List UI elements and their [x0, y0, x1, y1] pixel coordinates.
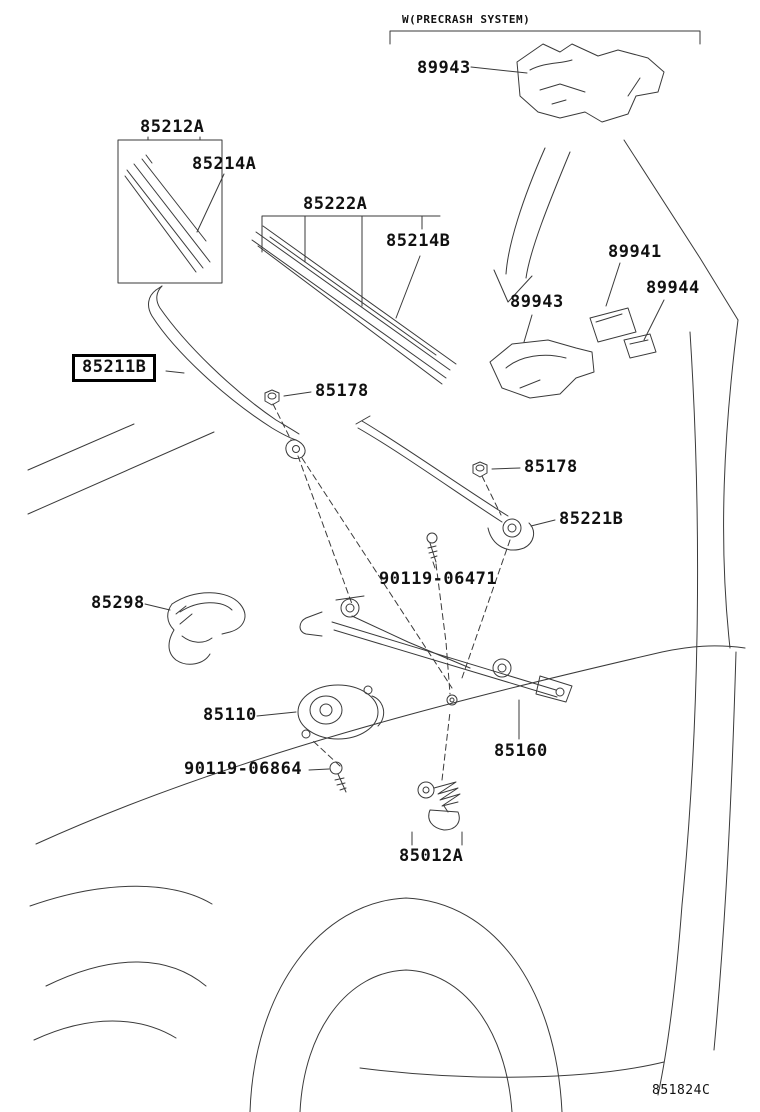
- cover-89943-lower-drawing: [489, 339, 595, 399]
- part-label-89943-top: 89943: [417, 58, 471, 78]
- precrash-bracket-line: [389, 30, 701, 45]
- part-label-85211b-highlighted: 85211B: [72, 354, 157, 382]
- wiper-blade-1-drawing: [117, 139, 223, 284]
- part-label-89941: 89941: [608, 242, 662, 262]
- part-label-85212a: 85212A: [140, 117, 205, 137]
- screw-90119-06471-drawing: [426, 532, 438, 563]
- screw-90119-06864-drawing: [329, 761, 347, 793]
- part-label-85222a: 85222A: [303, 194, 368, 214]
- part-label-89943-mid: 89943: [510, 292, 564, 312]
- part-label-89944: 89944: [646, 278, 700, 298]
- part-label-85214a: 85214A: [192, 154, 257, 174]
- linkage-85160-drawing: [299, 595, 573, 706]
- motor-85110-drawing: [297, 684, 385, 740]
- bracket-89944-drawing: [623, 333, 657, 359]
- nut-85178-upper-drawing: [264, 389, 280, 406]
- part-label-90119-06864: 90119-06864: [184, 759, 303, 779]
- part-label-85110: 85110: [203, 705, 257, 725]
- precrash-cover-89943-drawing: [516, 43, 665, 123]
- part-label-85178-lower: 85178: [524, 457, 578, 477]
- pivot-85012a-drawing: [417, 781, 461, 831]
- dashed-alignment-lines: [272, 403, 511, 781]
- direction-arrow: [493, 147, 571, 303]
- part-label-85178-upper: 85178: [315, 381, 369, 401]
- wiper-blade-2-drawing: [251, 225, 457, 385]
- wiper-arm-85221b-drawing: [355, 415, 535, 551]
- bracket-89941-drawing: [589, 307, 637, 343]
- part-label-85221b: 85221B: [559, 509, 624, 529]
- car-body-outline: [27, 139, 746, 1112]
- part-label-85214b: 85214B: [386, 231, 451, 251]
- wiper-arm-85211b-drawing: [148, 285, 306, 460]
- part-label-90119-06471: 90119-06471: [379, 569, 498, 589]
- nut-85178-lower-drawing: [472, 461, 488, 478]
- part-label-85298: 85298: [91, 593, 145, 613]
- precrash-system-note: W(PRECRASH SYSTEM): [402, 13, 531, 26]
- clip-85298-drawing: [167, 592, 246, 665]
- part-label-85160: 85160: [494, 741, 548, 761]
- label-leader-lines: [144, 66, 665, 846]
- part-label-85012a: 85012A: [399, 846, 464, 866]
- diagram-code: 851824C: [652, 1083, 711, 1098]
